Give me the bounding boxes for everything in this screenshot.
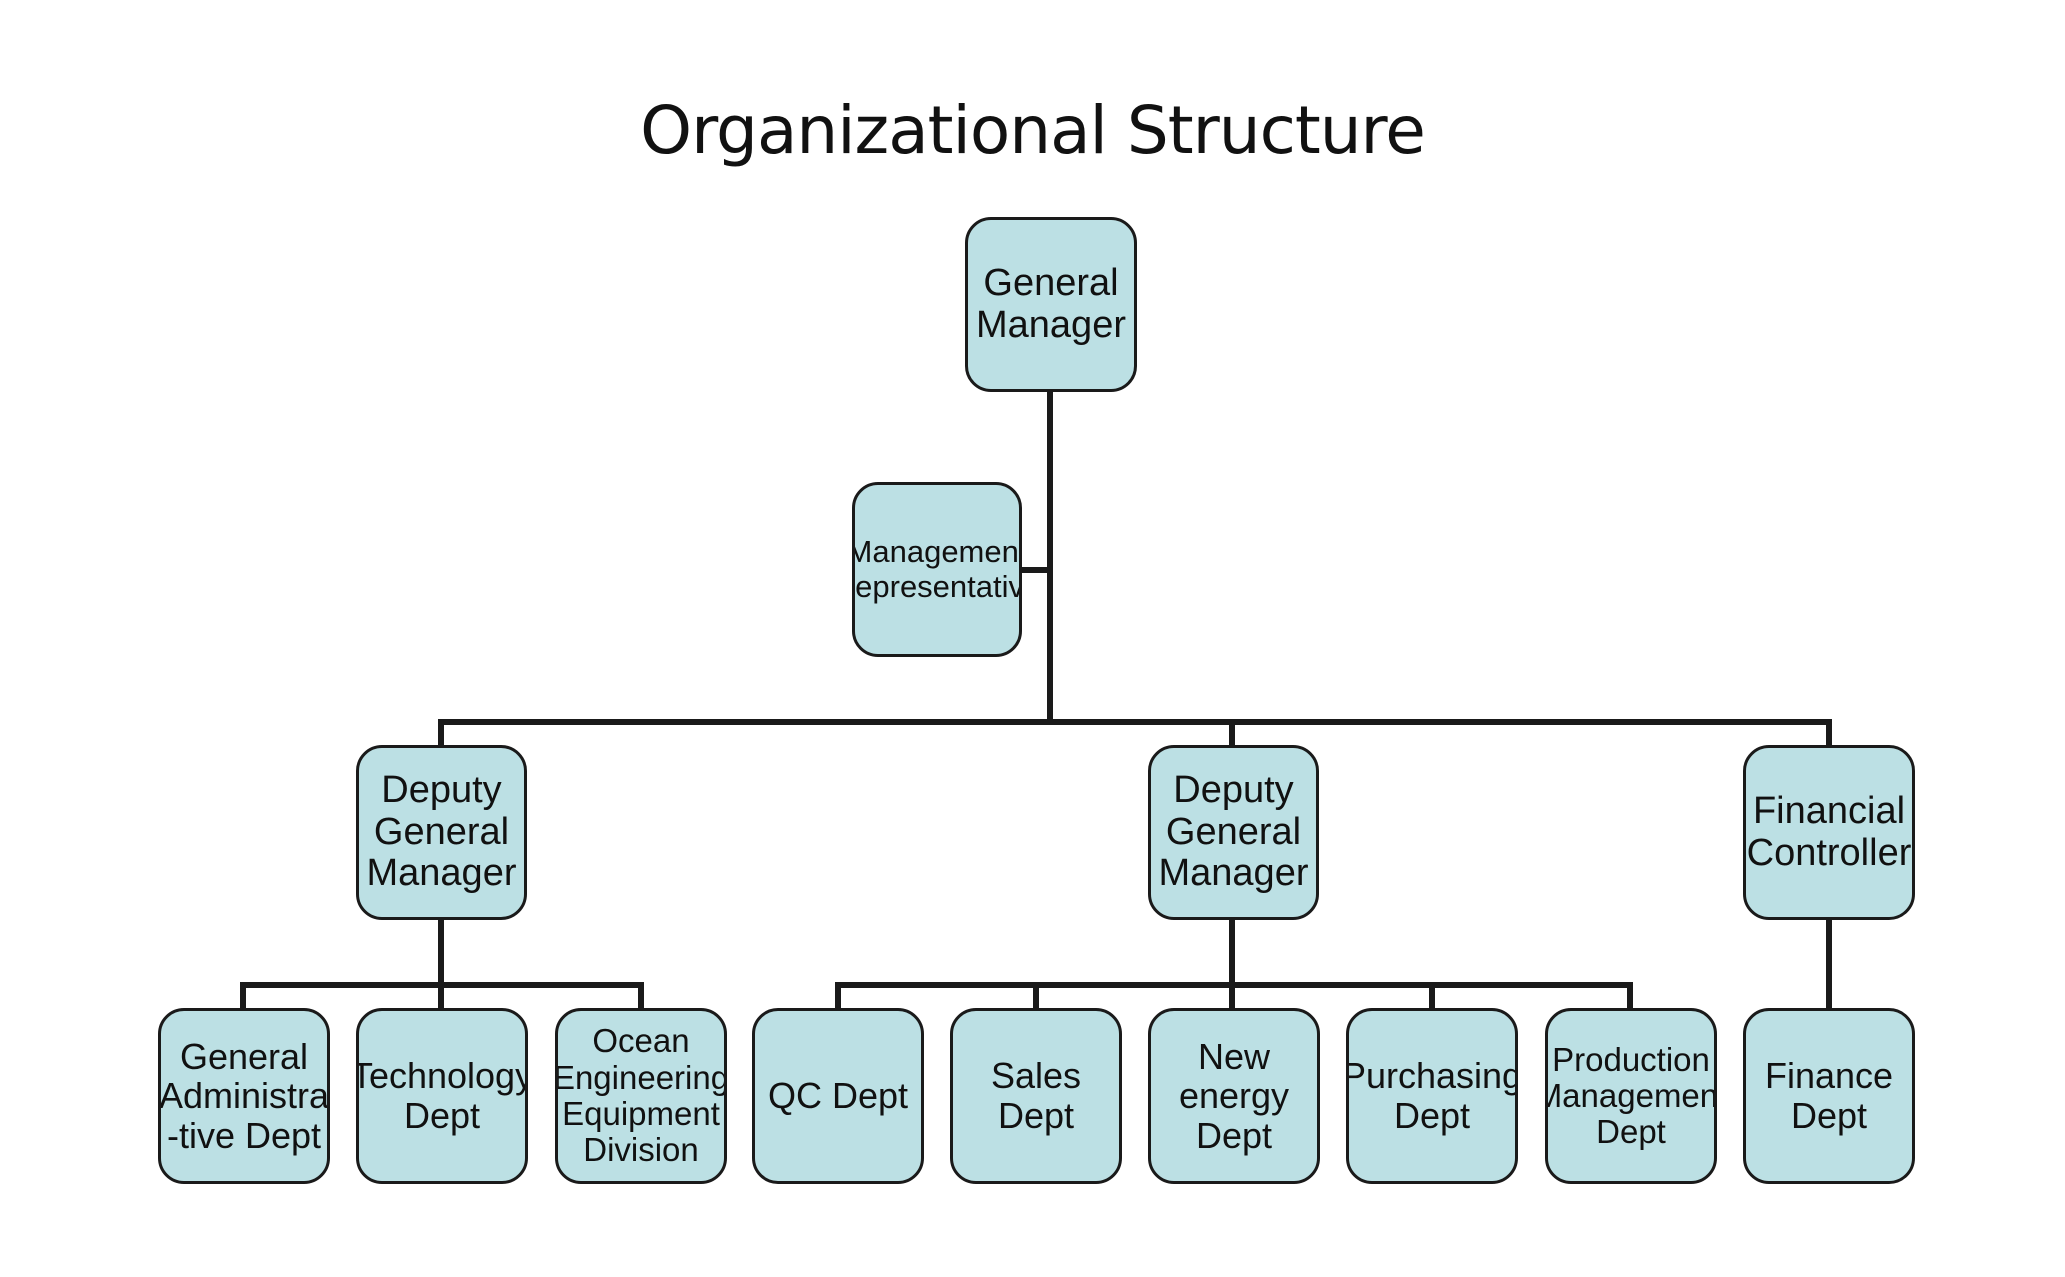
node-general-administrative-dept: General Administra -tive Dept	[158, 1008, 330, 1184]
node-general-manager: General Manager	[965, 217, 1137, 392]
chart-title: Organizational Structure	[640, 92, 1426, 169]
node-label: Technology Dept	[356, 1055, 528, 1136]
node-deputy-general-manager-middle: Deputy General Manager	[1148, 745, 1319, 920]
node-label: QC Dept	[767, 1075, 909, 1117]
node-label: Production Management Dept	[1548, 1040, 1717, 1151]
node-finance-dept: Finance Dept	[1743, 1008, 1915, 1184]
node-label: Deputy General Manager	[366, 768, 517, 895]
node-label: New energy Dept	[1178, 1035, 1290, 1156]
node-label: Financial Controller	[1746, 789, 1912, 874]
node-label: Sales Dept	[990, 1055, 1082, 1136]
node-label: Finance Dept	[1764, 1055, 1894, 1136]
node-ocean-engineering-equipment-division: Ocean Engineering Equipment Division	[555, 1008, 727, 1184]
node-label: General Manager	[976, 261, 1126, 346]
node-management-representative: Management Representative	[852, 482, 1022, 657]
node-label: Ocean Engineering Equipment Division	[555, 1022, 727, 1169]
node-sales-dept: Sales Dept	[950, 1008, 1122, 1184]
node-new-energy-dept: New energy Dept	[1148, 1008, 1320, 1184]
node-financial-controller: Financial Controller	[1743, 745, 1915, 920]
node-purchasing-dept: Purchasing Dept	[1346, 1008, 1518, 1184]
node-label: Management Representative	[852, 534, 1022, 604]
node-label: Deputy General Manager	[1158, 768, 1309, 895]
node-label: Purchasing Dept	[1346, 1055, 1518, 1136]
node-qc-dept: QC Dept	[752, 1008, 924, 1184]
node-deputy-general-manager-left: Deputy General Manager	[356, 745, 527, 920]
node-technology-dept: Technology Dept	[356, 1008, 528, 1184]
node-label: General Administra -tive Dept	[158, 1035, 330, 1156]
node-production-management-dept: Production Management Dept	[1545, 1008, 1717, 1184]
